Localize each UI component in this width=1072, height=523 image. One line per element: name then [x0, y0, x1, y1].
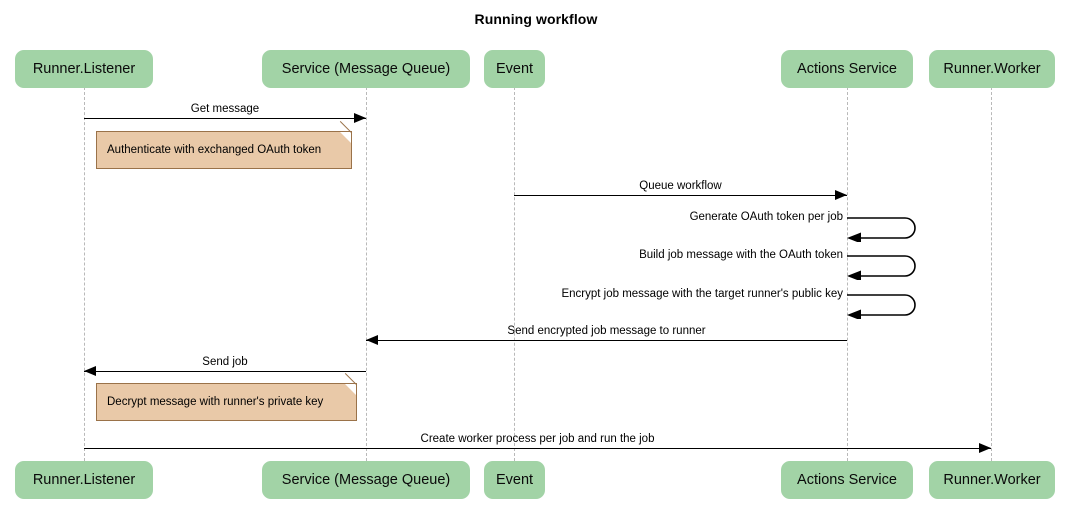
- message-label-send-encrypted-job-message-to-runner: Send encrypted job message to runner: [507, 325, 706, 337]
- lifeline-runner-listener: [84, 87, 85, 461]
- participant-label: Runner.Worker: [943, 472, 1041, 488]
- lifeline-runner-worker: [991, 87, 992, 461]
- participant-runner-worker[interactable]: Runner.Worker: [929, 50, 1055, 88]
- lifeline-event: [514, 87, 515, 461]
- participant-runner-listener[interactable]: Runner.Listener: [15, 50, 153, 88]
- message-line-queue-workflow: [514, 195, 847, 196]
- note-fold-icon: [340, 132, 351, 143]
- self-message-loop-build-job-message-with-the-oauth-token: [847, 250, 927, 280]
- participant-label: Event: [495, 61, 534, 77]
- message-line-create-worker-process: [84, 448, 991, 449]
- footer-participant-actions-service[interactable]: Actions Service: [781, 461, 913, 499]
- message-label-get-message: Get message: [190, 103, 260, 115]
- message-line-send-job: [84, 371, 366, 372]
- lifeline-service-message-queue: [366, 87, 367, 461]
- footer-participant-runner-worker[interactable]: Runner.Worker: [929, 461, 1055, 499]
- note-text: Decrypt message with runner's private ke…: [107, 396, 324, 408]
- page-title: Running workflow: [474, 11, 598, 27]
- message-label-send-job: Send job: [202, 356, 248, 368]
- note-authenticate-with-exchanged-oauth-token: Authenticate with exchanged OAuth token: [96, 121, 352, 169]
- arrowhead-queue-workflow: [835, 189, 847, 200]
- note-fold-icon: [345, 384, 356, 395]
- note-fold-edge-icon: [339, 121, 351, 133]
- participant-label: Service (Message Queue): [281, 61, 451, 77]
- participant-label: Service (Message Queue): [281, 472, 451, 488]
- self-message-loop-encrypt-job-message-with-target-runner-public-key: [847, 289, 927, 319]
- self-message-label-generate-oauth-token-per-job: Generate OAuth token per job: [689, 211, 843, 223]
- lifeline-actions-service: [847, 87, 848, 461]
- participant-event[interactable]: Event: [484, 50, 545, 88]
- message-label-queue-workflow: Queue workflow: [639, 180, 722, 192]
- footer-participant-runner-listener[interactable]: Runner.Listener: [15, 461, 153, 499]
- note-decrypt-message-with-runners-private-key: Decrypt message with runner's private ke…: [96, 373, 357, 421]
- self-message-label-build-job-message-with-the-oauth-token: Build job message with the OAuth token: [639, 249, 843, 261]
- participant-label: Actions Service: [797, 61, 897, 77]
- message-line-get-message: [84, 118, 366, 119]
- self-message-loop-generate-oauth-token-per-job: [847, 212, 927, 242]
- self-message-label-encrypt-job-message-with-target-runner-public-key: Encrypt job message with the target runn…: [561, 288, 843, 300]
- note-fold-edge-icon: [344, 373, 356, 385]
- arrowhead-send-job: [84, 365, 96, 376]
- arrowhead-send-encrypted-job-message-to-runner: [366, 334, 378, 345]
- participant-label: Runner.Worker: [943, 61, 1041, 77]
- arrowhead-create-worker-process: [979, 442, 991, 453]
- participant-label: Runner.Listener: [32, 472, 136, 488]
- footer-participant-event[interactable]: Event: [484, 461, 545, 499]
- message-label-create-worker-process: Create worker process per job and run th…: [420, 433, 655, 445]
- message-line-send-encrypted-job-message-to-runner: [366, 340, 847, 341]
- participant-label: Runner.Listener: [32, 61, 136, 77]
- footer-participant-service-message-queue[interactable]: Service (Message Queue): [262, 461, 470, 499]
- participant-label: Actions Service: [797, 472, 897, 488]
- participant-service-message-queue[interactable]: Service (Message Queue): [262, 50, 470, 88]
- participant-label: Event: [495, 472, 534, 488]
- participant-actions-service[interactable]: Actions Service: [781, 50, 913, 88]
- arrowhead-get-message: [354, 112, 366, 123]
- note-text: Authenticate with exchanged OAuth token: [107, 144, 322, 156]
